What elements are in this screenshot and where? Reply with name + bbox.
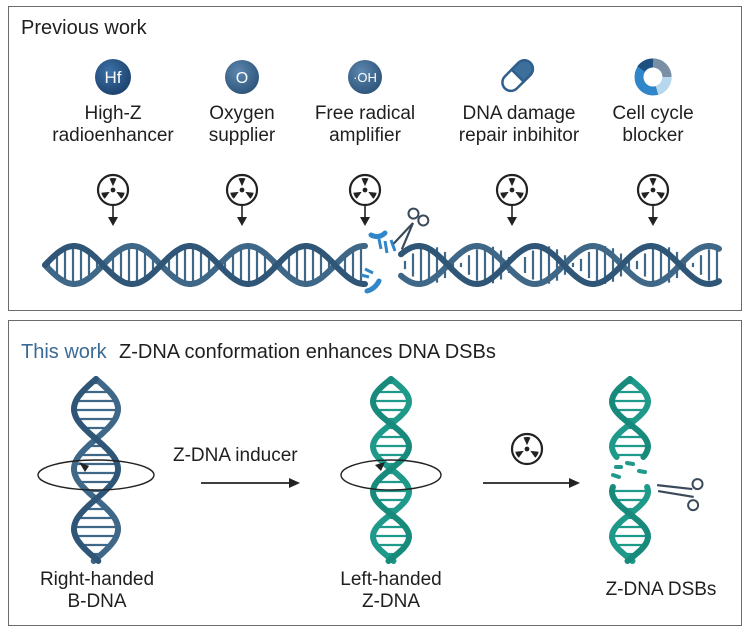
rotation-ellipse-right-handed [37,459,155,491]
dna-strand-a-right [398,242,722,288]
z-dna-dsbs-label: Z-DNA DSBs [605,579,717,600]
z-dna-inducer-label: Z-DNA inducer [173,445,298,466]
dna-strand-b-left [42,243,368,287]
dna-conformation-diagram [37,376,704,564]
rotation-arrowhead-left [375,462,385,471]
oxygen-atom-icon: O [225,60,259,94]
b-dna-label: Right-handed B-DNA [39,569,155,612]
arrow-radiation [483,432,580,488]
cell-cycle-ring-icon [634,58,672,96]
radiation-icon-4 [495,173,529,226]
scissors-icon-bottom [656,478,704,512]
strategy-label-high-z: High-Z radioenhancer [52,103,174,146]
hf-atom-icon: Hf [95,59,131,95]
scissors-icon [392,207,430,250]
dsb-break-fragments [611,461,647,479]
this-work-subtitle: Z-DNA conformation enhances DNA DSBs [119,341,496,363]
radiation-icon-2 [225,173,259,226]
strategy-label-oxygen: Oxygen supplier [208,103,276,146]
radiation-icon-1 [96,173,130,226]
oxygen-symbol: O [236,70,248,87]
radiation-arrows-layer [96,173,670,226]
strategy-label-cell-cycle: Cell cycle blocker [612,103,694,146]
dna-strand-a-left [42,243,368,287]
radiation-icon-3 [348,173,382,226]
radiation-icon-5 [636,173,670,226]
radiation-icon-bottom [510,432,544,466]
strategy-label-dna-repair: DNA damage repair inbihitor [458,103,580,146]
hydroxyl-radical-icon: ·OH [348,60,382,94]
strategy-label-radical: Free radical amplifier [314,103,416,146]
rotation-ellipse-left-handed [340,459,442,491]
hf-symbol: Hf [105,68,122,87]
this-work-panel: This work Z-DNA conformation enhances DN… [8,320,742,626]
b-dna-helix [37,376,155,564]
dna-double-helix-long [42,207,722,294]
arrow-z-dna-inducer [201,478,300,488]
this-work-title: This work [21,341,107,363]
pill-capsule-icon [501,59,535,93]
previous-work-panel: Previous work Hf High-Z radioenhancer O … [8,6,742,311]
dna-break-fragments [360,230,397,294]
z-dna-helix [340,376,442,564]
z-dna-dsb-helix [608,376,704,564]
previous-work-title: Previous work [21,17,147,39]
hydroxyl-symbol: ·OH [353,70,377,85]
rotation-arrowhead [79,462,89,472]
z-dna-label: Left-handed Z-DNA [340,569,442,612]
dna-strand-b-right [398,242,722,288]
